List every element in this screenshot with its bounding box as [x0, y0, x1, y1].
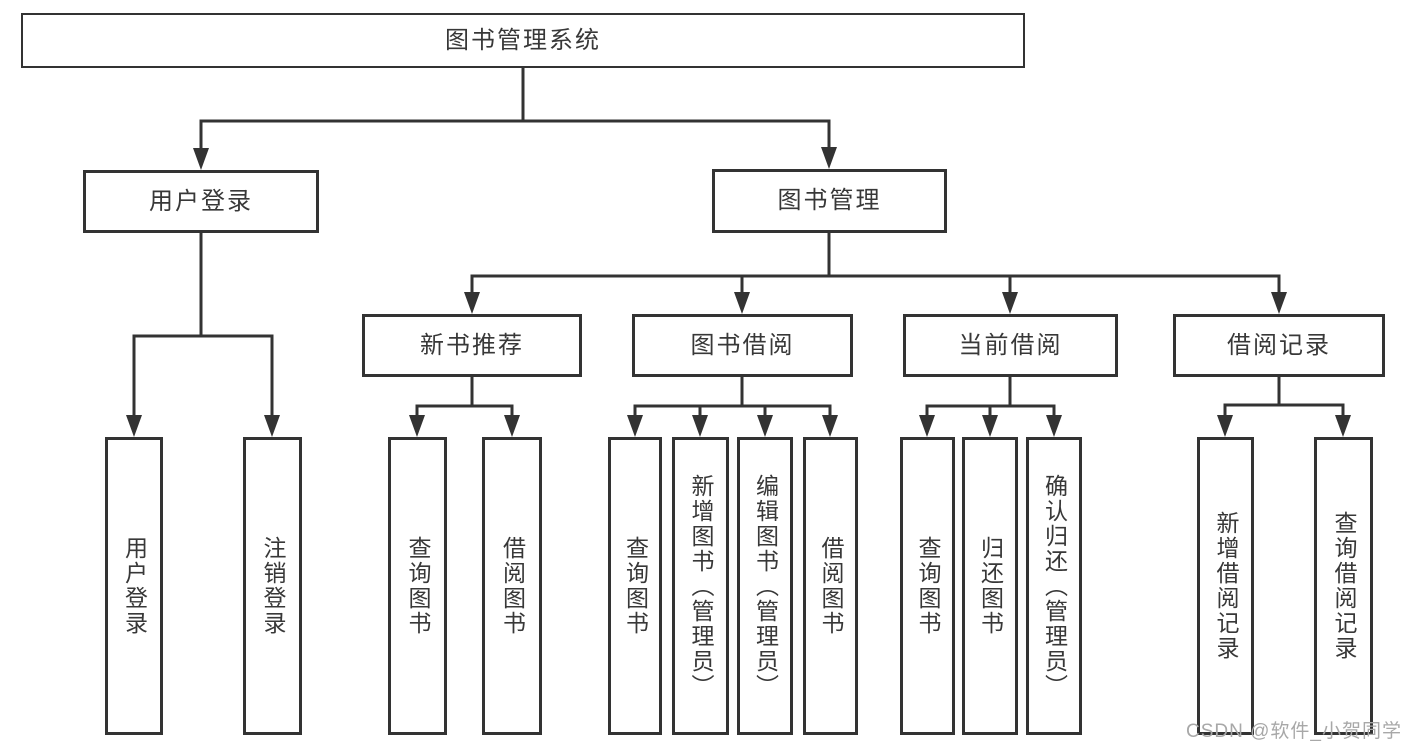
- node-label: 图书借阅: [690, 331, 795, 359]
- node-current-borrowing: 当前借阅: [903, 314, 1118, 377]
- node-leaf-query-books-recommend: 查询图书: [388, 437, 447, 735]
- node-leaf-query-books-borrow: 查询图书: [608, 437, 662, 735]
- node-book-borrowing: 图书借阅: [632, 314, 853, 377]
- node-user-login-module: 用户登录: [83, 170, 319, 233]
- node-leaf-add-books-admin: 新增图书（管理员）: [672, 437, 729, 735]
- node-leaf-logout: 注销登录: [243, 437, 302, 735]
- node-label: 当前借阅: [958, 331, 1063, 359]
- node-leaf-return-books: 归还图书: [962, 437, 1018, 735]
- connector-lines: [132, 66, 1345, 422]
- node-label: 查询图书: [405, 536, 431, 636]
- node-label: 查询图书: [915, 536, 941, 636]
- node-label: 编辑图书（管理员）: [752, 473, 779, 699]
- node-label: 用户登录: [121, 536, 148, 636]
- node-label: 查询借阅记录: [1331, 511, 1357, 661]
- node-leaf-add-borrow-record: 新增借阅记录: [1197, 437, 1254, 735]
- node-borrowing-records: 借阅记录: [1173, 314, 1385, 377]
- node-label: 注销登录: [260, 536, 286, 636]
- node-leaf-query-books-current: 查询图书: [900, 437, 955, 735]
- node-label: 新增借阅记录: [1213, 511, 1239, 661]
- node-book-management-module: 图书管理: [712, 169, 947, 233]
- node-leaf-edit-books-admin: 编辑图书（管理员）: [737, 437, 793, 735]
- node-library-management-system: 图书管理系统: [21, 13, 1025, 68]
- node-label: 确认归还（管理员）: [1041, 473, 1068, 699]
- node-label: 归还图书: [977, 536, 1004, 636]
- csdn-watermark: CSDN @软件_小贺同学: [1186, 721, 1402, 742]
- node-label: 用户登录: [149, 187, 253, 215]
- node-label: 借阅图书: [499, 536, 526, 636]
- arrowhead-icons: [126, 147, 1351, 437]
- node-label: 借阅图书: [818, 536, 844, 636]
- node-label: 图书管理: [777, 187, 882, 214]
- node-label: 新增图书（管理员）: [688, 473, 714, 699]
- node-leaf-borrow-books: 借阅图书: [803, 437, 858, 735]
- node-leaf-confirm-return-admin: 确认归还（管理员）: [1026, 437, 1082, 735]
- node-leaf-query-borrow-record: 查询借阅记录: [1314, 437, 1373, 735]
- node-leaf-borrow-books-recommend: 借阅图书: [482, 437, 542, 735]
- node-label: 借阅记录: [1227, 331, 1331, 359]
- node-label: 图书管理系统: [445, 26, 601, 54]
- node-label: 查询图书: [622, 536, 649, 636]
- node-new-book-recommend: 新书推荐: [362, 314, 582, 377]
- node-leaf-user-login: 用户登录: [105, 437, 163, 735]
- node-label: 新书推荐: [420, 331, 524, 359]
